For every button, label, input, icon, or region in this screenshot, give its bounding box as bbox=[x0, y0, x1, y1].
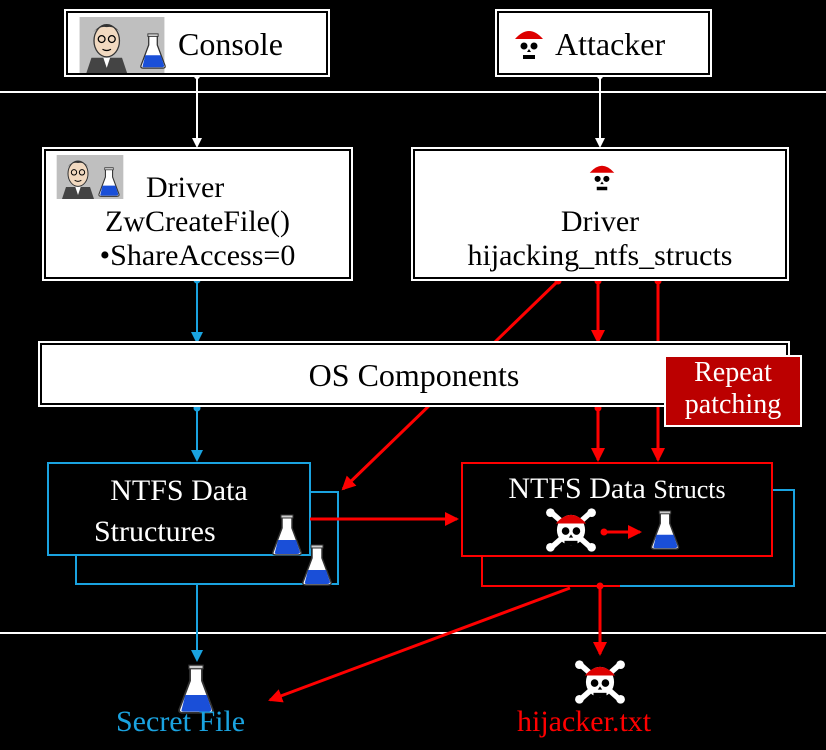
driver-left-box: Driver ZwCreateFile() •ShareAccess=0 bbox=[42, 147, 353, 281]
driver-right-box: Driver hijacking_ntfs_structs bbox=[411, 147, 789, 281]
repeat-patching-badge: Repeat patching bbox=[664, 355, 802, 427]
repeat-patching-line1: Repeat bbox=[694, 357, 772, 388]
console-box: Console bbox=[64, 9, 330, 77]
attacker-label: Attacker bbox=[555, 26, 666, 62]
flask-icon bbox=[140, 33, 166, 69]
ntfs-left-front-frame bbox=[47, 462, 311, 556]
os-components-label: OS Components bbox=[308, 357, 520, 393]
console-label: Console bbox=[178, 26, 283, 62]
driver-left-title: Driver bbox=[146, 171, 225, 204]
attacker-box: Attacker bbox=[495, 9, 712, 77]
ntfs-left-subtitle: Structures bbox=[94, 515, 216, 548]
ntfs-right-title: NTFS Data Structs bbox=[462, 474, 772, 504]
ntfs-left-title: NTFS Data bbox=[110, 474, 248, 507]
ntfs-right-front-frame bbox=[461, 462, 773, 557]
repeat-patching-line2: patching bbox=[684, 389, 782, 420]
arrow-redirect-secret bbox=[268, 586, 571, 703]
hijacker-file-label: hijacker.txt bbox=[517, 705, 652, 738]
flask-icon bbox=[98, 167, 120, 197]
pirate-skull-icon bbox=[505, 21, 553, 69]
ntfs-right-title-main: NTFS Data bbox=[508, 472, 654, 505]
pirate-skull-icon bbox=[581, 157, 623, 199]
ntfs-right-title-tail: Structs bbox=[653, 475, 726, 504]
driver-right-title: Driver bbox=[560, 205, 640, 238]
os-components-box: OS Components bbox=[38, 341, 790, 407]
secret-file-label: Secret File bbox=[116, 705, 246, 738]
driver-left-call: ZwCreateFile() bbox=[105, 205, 290, 238]
driver-right-name: hijacking_ntfs_structs bbox=[467, 239, 733, 272]
driver-left-param: •ShareAccess=0 bbox=[99, 239, 296, 272]
pirate-skull-icon bbox=[575, 660, 625, 703]
